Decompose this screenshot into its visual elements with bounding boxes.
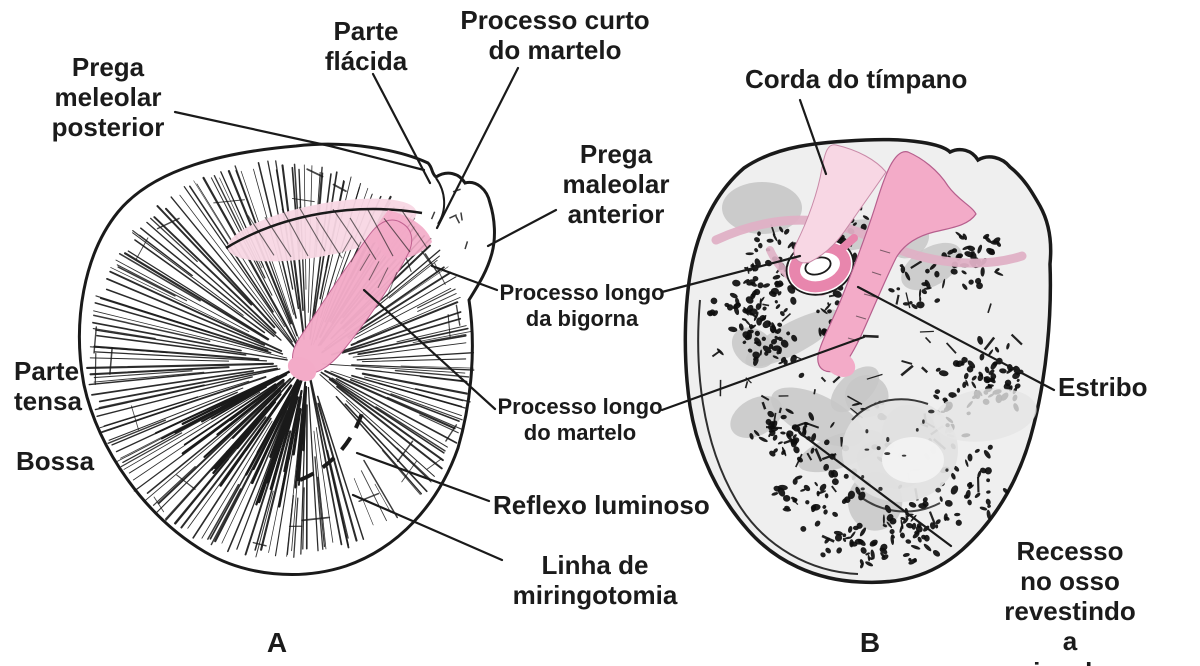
- label-parte-tensa: Parte tensa: [14, 356, 82, 417]
- label-prega-meleolar-posterior: Prega meleolar posterior: [51, 52, 165, 143]
- label-bossa: Bossa: [16, 446, 95, 476]
- leader-lines: [173, 66, 1056, 562]
- label-recesso-janela-redonda: Recesso no osso revestindo a janela redo…: [1004, 536, 1136, 666]
- label-parte-flacida: Parte flácida: [324, 16, 408, 77]
- label-corda-timpano: Corda do tímpano: [745, 64, 968, 94]
- label-estribo: Estribo: [1058, 372, 1148, 402]
- label-reflexo-luminoso: Reflexo luminoso: [493, 490, 710, 520]
- panel-a-drawing: [78, 142, 496, 576]
- panel-b-drawing: [683, 137, 1053, 585]
- label-processo-longo-martelo: Processo longo do martelo: [497, 394, 663, 445]
- label-processo-longo-bigorna: Processo longo da bigorna: [499, 280, 665, 331]
- label-linha-miringotomia: Linha de miringotomia: [512, 550, 678, 611]
- label-prega-maleolar-anterior: Prega maleolar anterior: [562, 139, 670, 230]
- panel-a-letter: A: [266, 627, 288, 658]
- panel-b-letter: B: [859, 627, 881, 658]
- label-processo-curto-martelo: Processo curto do martelo: [460, 5, 650, 66]
